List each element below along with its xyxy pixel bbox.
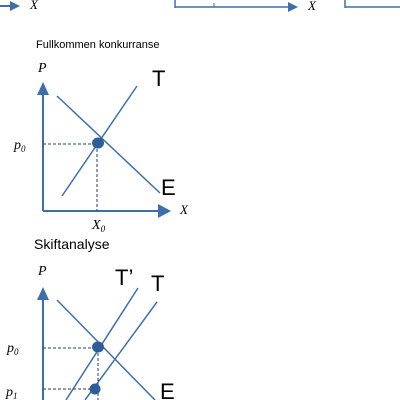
top-strip-arrowhead-left xyxy=(10,1,20,11)
panel-perfect-competition: Fullkommen konkurranse P X T E p0 X0 xyxy=(13,39,189,234)
panel2-supply-label: T xyxy=(151,271,164,296)
top-strip-x-label-right: X xyxy=(307,0,317,13)
panel2-demand-label: E xyxy=(160,379,175,400)
panel2-price1-symbol: p xyxy=(5,385,13,400)
panel1-x-axis-label: X xyxy=(179,202,189,217)
panel1-title: Fullkommen konkurranse xyxy=(36,39,160,51)
panel2-y-axis-arrowhead xyxy=(37,287,49,300)
top-strip-x-label-left: X xyxy=(29,0,39,12)
panel2-price0-label: p0 xyxy=(6,341,19,357)
panel2-equilibrium-point-initial xyxy=(92,341,104,353)
panel2-supply-curve xyxy=(84,301,158,400)
panel2-equilibrium-point-new xyxy=(89,383,101,395)
panel1-y-axis-label: P xyxy=(37,61,47,76)
panel2-demand-curve xyxy=(56,299,156,400)
panel2-y-axis-label: P xyxy=(37,264,47,279)
panel1-demand-curve xyxy=(56,95,161,194)
panel2-price0-symbol: p xyxy=(6,341,14,356)
panel1-quantity-symbol: X xyxy=(91,218,101,233)
panel1-price-label: p0 xyxy=(13,138,26,154)
panel1-y-axis-arrowhead xyxy=(37,82,49,95)
panel1-equilibrium-point xyxy=(92,137,104,149)
panel2-price1-label: p1 xyxy=(5,385,18,400)
panel1-x-axis-arrowhead xyxy=(158,204,171,218)
panel2-title: Skiftanalyse xyxy=(34,236,110,252)
panel1-price-symbol: p xyxy=(13,138,21,153)
panel1-price-subscript: 0 xyxy=(21,144,26,154)
panel2-price0-subscript: 0 xyxy=(14,347,19,357)
panel1-supply-label: T xyxy=(152,66,165,91)
panel2-price1-subscript: 1 xyxy=(13,391,18,400)
panel2-supply-label-shifted: T’ xyxy=(115,265,133,290)
panel-shift-analysis: Skiftanalyse P T’ T E p0 p1 xyxy=(5,236,175,400)
panel1-quantity-subscript: 0 xyxy=(101,224,106,234)
top-strip-arrowhead-mid xyxy=(288,2,298,12)
panel1-quantity-label: X0 xyxy=(91,218,106,234)
panel1-demand-label: E xyxy=(161,175,176,200)
top-strip: X X xyxy=(0,0,400,13)
